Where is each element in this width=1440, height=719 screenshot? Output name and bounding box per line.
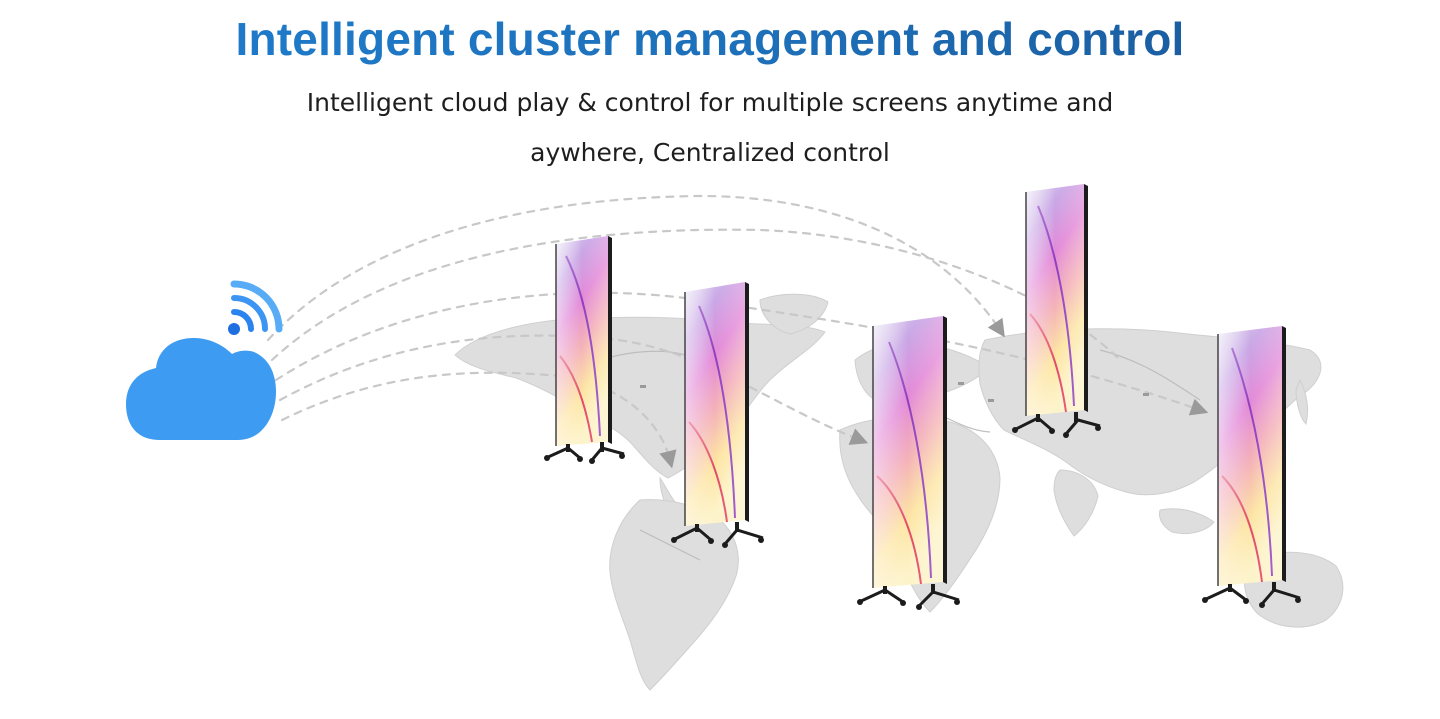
led-screen-2 [671,282,764,548]
led-screen-5 [1202,326,1301,608]
led-screen-1 [544,236,625,464]
led-screen-4 [1012,184,1101,438]
wifi-signal-icon [228,280,283,335]
map-markers [640,382,1149,402]
cloud-icon [126,338,276,440]
page-subtitle: Intelligent cloud play & control for mul… [306,88,1114,167]
page-title: Intelligent cluster management and contr… [0,12,1420,66]
led-screen-3 [857,316,960,610]
